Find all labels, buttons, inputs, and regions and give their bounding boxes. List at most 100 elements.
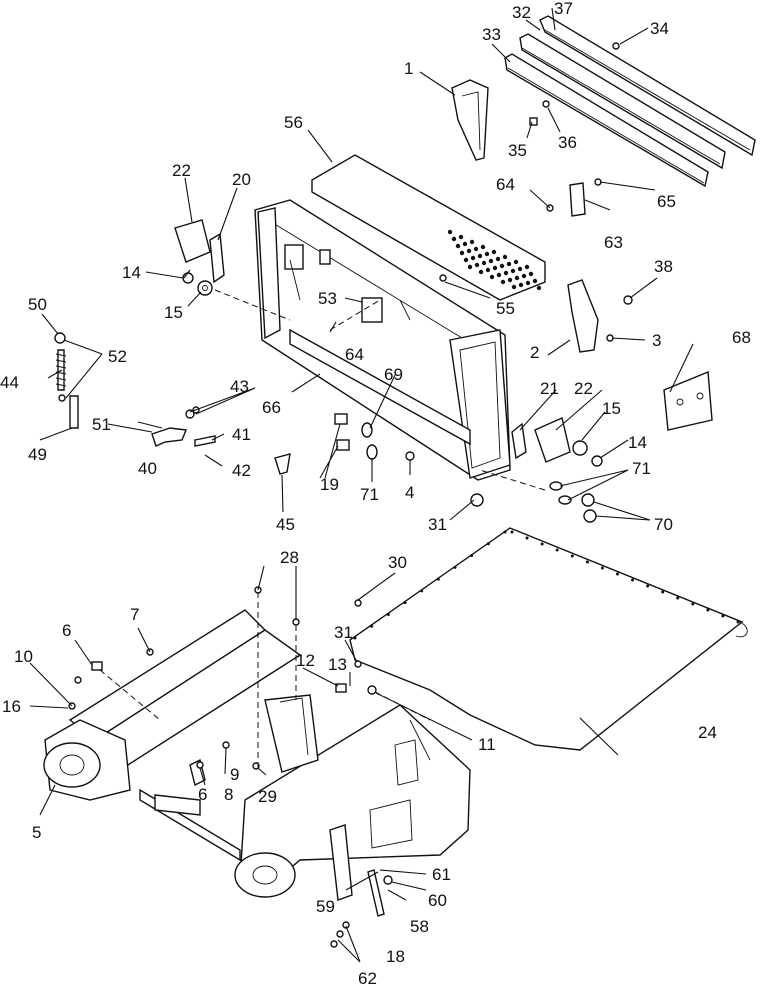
callout-20: 20	[232, 170, 251, 189]
callout-45: 45	[276, 515, 295, 534]
callout-14a: 14	[122, 263, 141, 282]
latch-parts	[151, 406, 291, 475]
callout-68: 68	[732, 328, 751, 347]
callout-10: 10	[14, 647, 33, 666]
perforation-hole	[532, 278, 538, 284]
perforation-hole	[503, 270, 509, 276]
callout-43: 43	[230, 377, 249, 396]
callout-2: 2	[530, 343, 539, 362]
perforation-hole	[500, 279, 506, 285]
callout-11: 11	[478, 735, 496, 754]
callout-37: 37	[554, 0, 573, 18]
callout-15a: 15	[164, 303, 183, 322]
callout-58: 58	[410, 917, 429, 936]
perforation-hole	[489, 274, 495, 280]
nut-part-14-right	[591, 455, 603, 467]
callout-59: 59	[316, 897, 335, 916]
perforation-hole	[481, 260, 487, 266]
rivet-hole	[470, 554, 474, 558]
callout-1: 1	[404, 59, 413, 78]
perforation-hole	[524, 264, 530, 270]
callout-6b: 6	[198, 785, 207, 804]
perforation-hole	[513, 259, 519, 265]
rivet-hole	[691, 602, 695, 606]
callout-6a: 6	[62, 621, 71, 640]
plate-part-68	[663, 370, 713, 431]
perforation-hole	[514, 275, 520, 281]
callout-12: 12	[296, 651, 315, 670]
perforation-hole	[485, 267, 491, 273]
rivet-hole	[736, 620, 740, 624]
callout-64b: 64	[345, 345, 364, 364]
leader-lines	[29, 7, 694, 963]
perforation-hole	[491, 249, 497, 255]
top-cover-panel	[311, 154, 546, 301]
callout-30: 30	[388, 553, 407, 572]
callout-28: 28	[280, 548, 299, 567]
callout-22b: 22	[574, 379, 593, 398]
callout-55: 55	[496, 299, 515, 318]
perforation-hole	[484, 251, 490, 257]
perforation-hole	[478, 269, 484, 275]
perforation-hole	[511, 284, 517, 290]
floor-panel	[349, 527, 748, 751]
bar-part-21	[511, 422, 527, 460]
perforation-hole	[463, 257, 469, 263]
bar-part-20	[209, 232, 225, 284]
perforation-hole	[507, 277, 513, 283]
rivet-hole	[420, 589, 424, 593]
rivet-hole	[370, 624, 374, 628]
rivet-hole	[585, 560, 589, 564]
perforation-hole	[467, 264, 473, 270]
perforation-hole	[518, 282, 524, 288]
callout-60: 60	[428, 891, 447, 910]
callout-31b: 31	[334, 623, 353, 642]
rivet-hole	[631, 578, 635, 582]
rivet-hole	[510, 530, 514, 534]
callout-70: 70	[654, 515, 673, 534]
callout-4: 4	[405, 483, 414, 502]
perforation-hole	[488, 258, 494, 264]
callout-16: 16	[2, 697, 21, 716]
callout-64a: 64	[496, 175, 515, 194]
rivet-hole	[486, 542, 490, 546]
callout-34: 34	[650, 19, 669, 38]
callout-22a: 22	[172, 161, 191, 180]
callout-41: 41	[232, 425, 251, 444]
perforation-hole	[506, 261, 512, 267]
callout-38: 38	[654, 257, 673, 276]
callout-71b: 71	[632, 459, 651, 478]
plate-part-22-right	[534, 417, 571, 463]
perforation-hole	[458, 234, 464, 240]
callout-62: 62	[358, 969, 377, 988]
callout-labels: 1 2 3 4 5 6 6 7 8 9 10 11 12 13 14 14 15…	[0, 0, 751, 988]
callout-21: 21	[540, 379, 559, 398]
rail-hardware	[529, 42, 620, 126]
rivet-hole	[453, 565, 457, 569]
rivet-hole	[386, 612, 390, 616]
rivet-hole	[525, 536, 529, 540]
rivet-hole	[570, 554, 574, 558]
callout-36: 36	[558, 133, 577, 152]
perforation-hole	[496, 272, 502, 278]
callout-51: 51	[92, 415, 111, 434]
perforation-hole	[469, 239, 475, 245]
callout-18: 18	[386, 947, 405, 966]
perforation-hole	[528, 271, 534, 277]
callout-66: 66	[262, 398, 281, 417]
perforation-hole	[502, 254, 508, 260]
callout-15b: 15	[602, 399, 621, 418]
perforation-hole	[470, 255, 476, 261]
rivet-hole	[503, 530, 507, 534]
bracket-part-2	[567, 279, 599, 353]
callout-29: 29	[258, 787, 277, 806]
rivet-hole	[615, 572, 619, 576]
callout-13: 13	[328, 655, 347, 674]
washer-part-15-right	[572, 440, 588, 456]
plate-part-63	[569, 182, 586, 217]
rivet-hole	[706, 608, 710, 612]
callout-50: 50	[28, 295, 47, 314]
callout-44: 44	[0, 373, 19, 392]
lower-chassis	[43, 609, 471, 901]
perforation-hole	[492, 265, 498, 271]
